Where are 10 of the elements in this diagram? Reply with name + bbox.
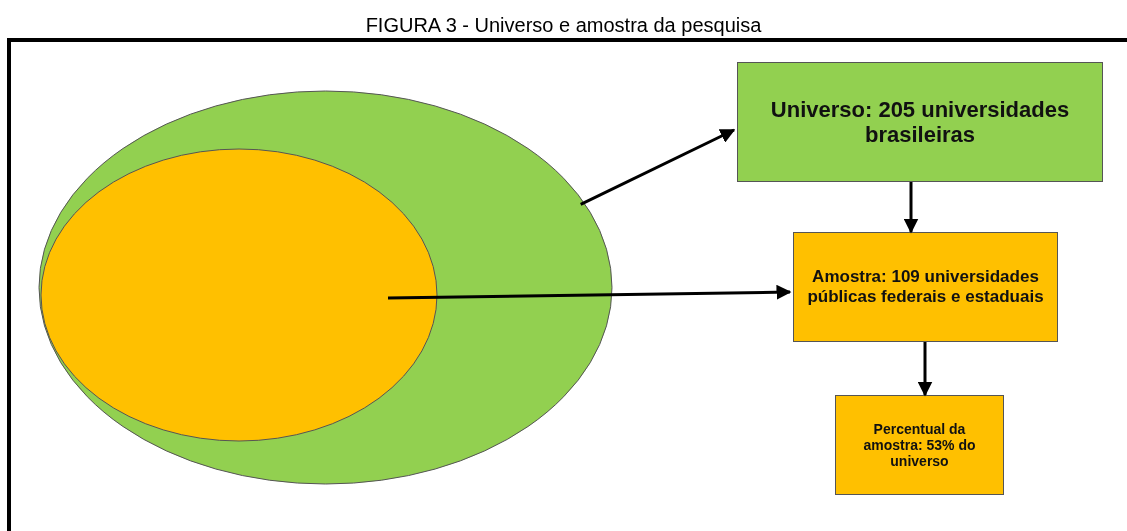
arrow [387,284,792,300]
text-box: Amostra: 109 universidades públicas federais e estaduais [793,232,1058,342]
arrow [580,128,736,206]
ellipse-shape [38,90,613,485]
figure-title: FIGURA 3 - Universo e amostra da pesquisa [364,14,763,37]
text-box: Universo: 205 universidades brasileiras [737,62,1103,182]
arrow [903,182,919,234]
arrow [917,342,933,397]
text-box: Percentual da amostra: 53% do universo [835,395,1004,495]
ellipse-shape [40,148,438,442]
